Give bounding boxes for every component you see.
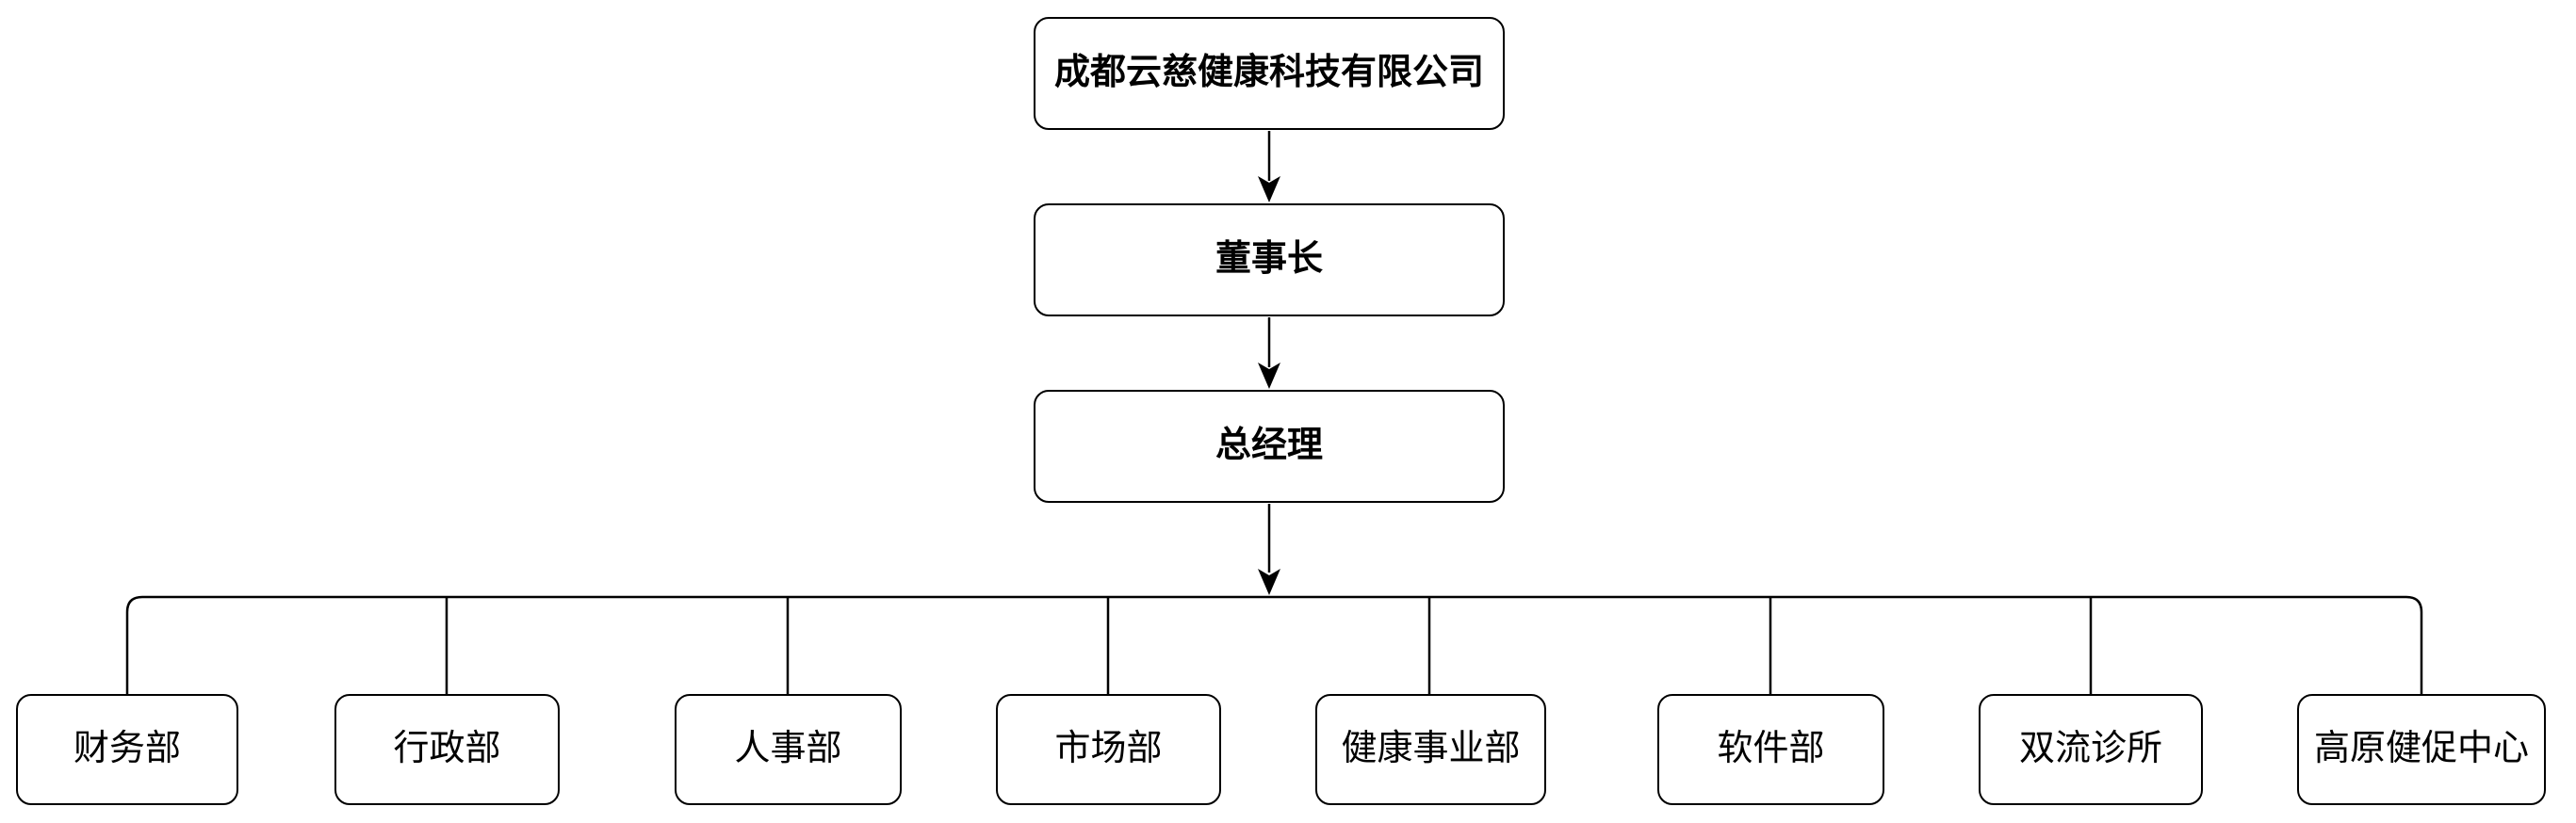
node-finance-dept-label: 财务部 — [73, 729, 181, 769]
node-software-dept-label: 软件部 — [1717, 729, 1825, 769]
node-general-manager[interactable]: 总经理 — [1034, 390, 1505, 503]
node-plateau-center-label: 高原健促中心 — [2313, 729, 2529, 769]
node-shuangliu-clinic[interactable]: 双流诊所 — [1979, 694, 2203, 805]
node-hr-dept-label: 人事部 — [734, 729, 842, 769]
node-shuangliu-clinic-label: 双流诊所 — [2018, 729, 2162, 769]
node-general-manager-label: 总经理 — [1215, 426, 1323, 466]
node-plateau-center[interactable]: 高原健促中心 — [2297, 694, 2546, 805]
node-hr-dept[interactable]: 人事部 — [675, 694, 902, 805]
node-health-division-label: 健康事业部 — [1341, 729, 1521, 769]
edge-chairman-general-manager — [1258, 317, 1280, 389]
edge-company-chairman — [1258, 131, 1280, 202]
node-company-label: 成都云慈健康科技有限公司 — [1053, 53, 1484, 93]
node-software-dept[interactable]: 软件部 — [1657, 694, 1884, 805]
node-finance-dept[interactable]: 财务部 — [16, 694, 238, 805]
node-marketing-dept[interactable]: 市场部 — [996, 694, 1221, 805]
edge-bus-departments — [125, 595, 2423, 694]
node-health-division[interactable]: 健康事业部 — [1315, 694, 1546, 805]
node-admin-dept[interactable]: 行政部 — [334, 694, 560, 805]
node-chairman[interactable]: 董事长 — [1034, 203, 1505, 316]
node-company[interactable]: 成都云慈健康科技有限公司 — [1034, 17, 1505, 130]
node-marketing-dept-label: 市场部 — [1054, 729, 1163, 769]
node-admin-dept-label: 行政部 — [393, 729, 501, 769]
edge-general-manager-bus — [1258, 504, 1280, 595]
node-chairman-label: 董事长 — [1215, 239, 1323, 280]
